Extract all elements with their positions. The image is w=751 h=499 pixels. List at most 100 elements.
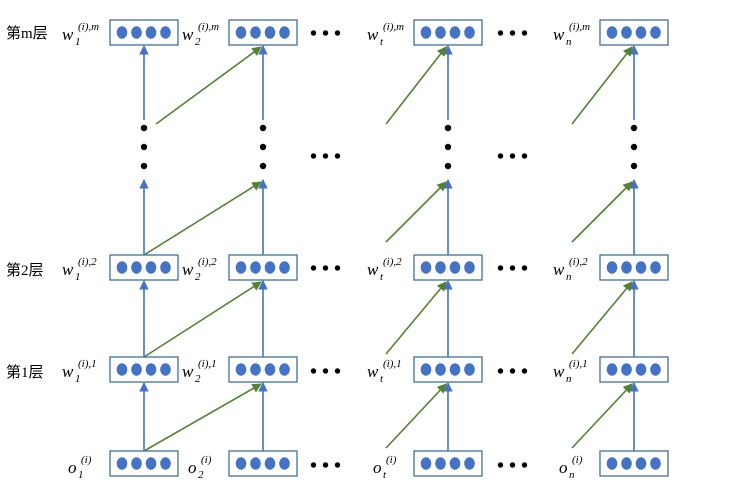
symbol: w <box>367 260 379 279</box>
horizontal-ellipsis: • • • <box>310 361 341 383</box>
superscript: (i),2 <box>78 256 97 268</box>
horizontal-ellipsis: • • • <box>497 258 528 280</box>
superscript: (i),m <box>78 21 99 33</box>
symbol: o <box>373 458 382 477</box>
unit-box-o-n <box>599 450 669 477</box>
superscript: (i),1 <box>198 358 217 370</box>
superscript: (i) <box>386 454 397 466</box>
unit-circle <box>145 363 157 376</box>
subscript: n <box>566 373 572 385</box>
horizontal-ellipsis: • • • <box>497 23 528 45</box>
unit-circle <box>449 26 461 39</box>
symbol: w <box>182 25 194 44</box>
vertical-ellipsis-dot <box>444 162 452 170</box>
subscript: 2 <box>195 373 201 385</box>
unit-circle <box>606 26 618 39</box>
layer-1-label: 第1层 <box>6 363 44 381</box>
subscript: n <box>566 36 572 48</box>
vertical-ellipsis-dot <box>140 143 148 151</box>
horizontal-ellipsis: • • • <box>497 361 528 383</box>
unit-circle <box>160 261 171 274</box>
horizontal-ellipsis: • • • <box>497 146 528 168</box>
unit-circle <box>435 457 446 470</box>
subscript: n <box>566 271 572 283</box>
unit-circle <box>160 457 171 470</box>
diagonal-arrow <box>385 181 447 243</box>
symbol: w <box>553 25 565 44</box>
unit-circle <box>420 457 432 470</box>
diagonal-arrow <box>571 181 633 243</box>
symbol: w <box>553 362 565 381</box>
unit-circle <box>606 261 618 274</box>
diagonal-arrow <box>155 46 262 125</box>
unit-circle <box>145 26 157 39</box>
subscript: n <box>569 469 575 481</box>
unit-circle <box>464 261 475 274</box>
subscript: 2 <box>195 36 201 48</box>
superscript: (i) <box>201 454 212 466</box>
unit-circle <box>621 363 632 376</box>
horizontal-ellipsis: • • • <box>310 146 341 168</box>
unit-circle <box>464 457 475 470</box>
symbol: w <box>62 260 74 279</box>
unit-circle <box>131 457 142 470</box>
unit-circle <box>264 261 276 274</box>
unit-box-l2-n <box>599 254 669 281</box>
unit-circle <box>264 26 276 39</box>
symbol: w <box>182 362 194 381</box>
unit-circle <box>621 457 632 470</box>
subscript: 1 <box>75 373 81 385</box>
horizontal-ellipsis: • • • <box>310 455 341 477</box>
unit-box-m-1 <box>109 19 179 46</box>
unit-circle <box>131 26 142 39</box>
superscript: (i),m <box>198 21 219 33</box>
superscript: (i),1 <box>569 358 588 370</box>
superscript: (i),2 <box>383 256 402 268</box>
unit-circle <box>449 457 461 470</box>
unit-circle <box>264 363 276 376</box>
unit-circle <box>449 261 461 274</box>
vertical-ellipsis-dot <box>140 162 148 170</box>
unit-circle <box>464 363 475 376</box>
unit-box-o-2 <box>228 450 298 477</box>
diagonal-arrow <box>571 281 633 355</box>
vertical-ellipsis-dot <box>140 124 148 132</box>
symbol: w <box>182 260 194 279</box>
subscript: 2 <box>195 271 201 283</box>
vertical-ellipsis-dot <box>630 124 638 132</box>
unit-circle <box>131 363 142 376</box>
unit-circle <box>435 26 446 39</box>
unit-box-l2-t <box>413 254 483 281</box>
unit-circle <box>635 363 647 376</box>
unit-circle <box>635 261 647 274</box>
ellipsis-dots <box>140 124 638 170</box>
unit-circle <box>235 457 247 470</box>
symbol: w <box>62 362 74 381</box>
unit-circle <box>606 457 618 470</box>
unit-circle <box>650 26 661 39</box>
unit-circle <box>435 363 446 376</box>
vertical-ellipsis-dot <box>444 124 452 132</box>
subscript: 2 <box>198 469 204 481</box>
unit-circle <box>160 363 171 376</box>
unit-circle <box>250 363 261 376</box>
unit-circle <box>116 261 128 274</box>
diagonal-arrow <box>385 46 447 125</box>
unit-circle <box>279 261 290 274</box>
superscript: (i) <box>572 454 583 466</box>
unit-circle <box>420 363 432 376</box>
vertical-ellipsis-dot <box>630 143 638 151</box>
unit-circle <box>131 261 142 274</box>
symbol: o <box>559 458 568 477</box>
unit-circle <box>250 26 261 39</box>
diagonal-arrow <box>385 281 447 355</box>
unit-box-m-t <box>413 19 483 46</box>
